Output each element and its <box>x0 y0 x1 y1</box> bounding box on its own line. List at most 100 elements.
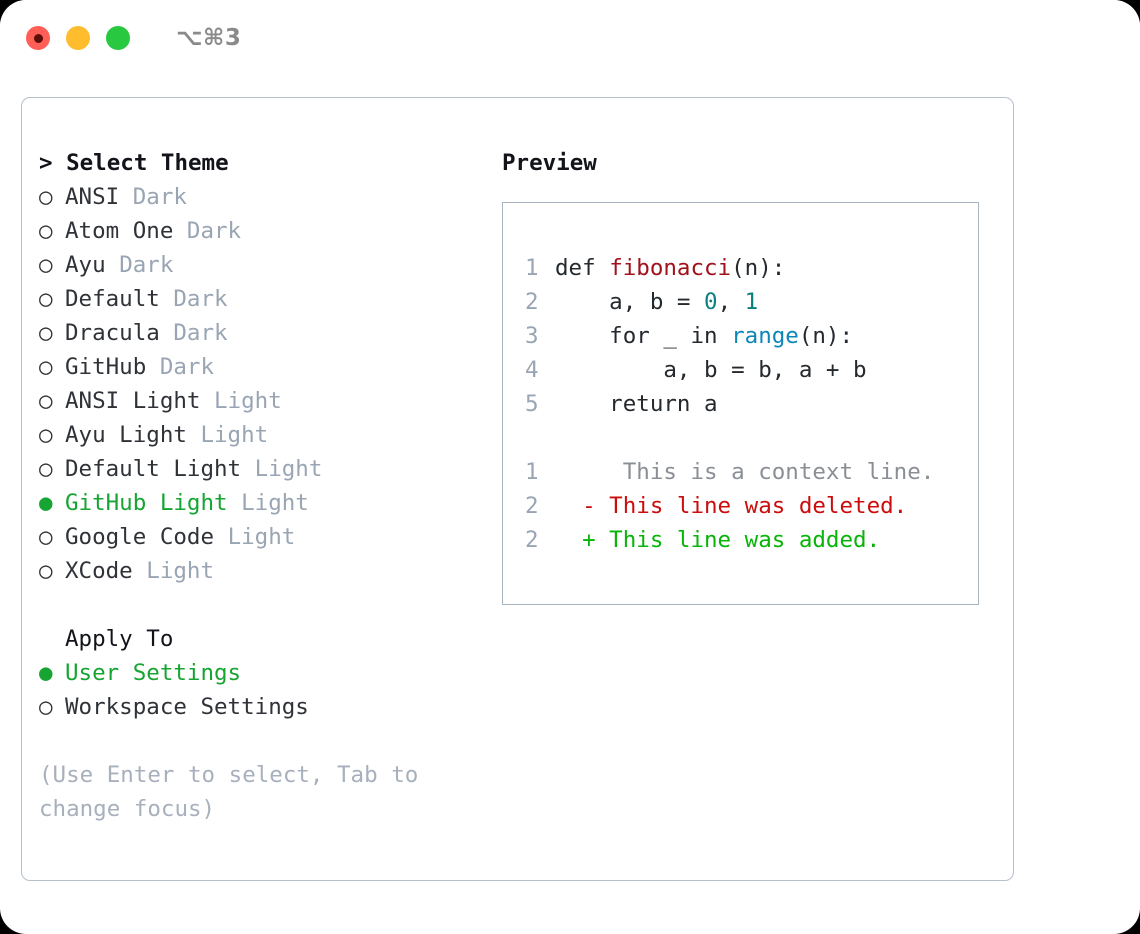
theme-option-github-light[interactable]: ●GitHub Light Light <box>39 486 502 520</box>
maximize-button[interactable] <box>106 26 130 50</box>
list-spacer <box>39 588 502 622</box>
code-line-content: for _ in range(n): <box>555 319 853 353</box>
theme-list[interactable]: ○ANSI Dark○Atom One Dark○Ayu Dark○Defaul… <box>39 180 502 588</box>
radio-unselected-icon: ○ <box>39 184 53 210</box>
theme-variant-badge: Dark <box>173 286 228 312</box>
code-token-plain: , <box>717 289 745 315</box>
theme-option-label: Default Light <box>65 456 255 482</box>
code-line: 4 a, b = b, a + b <box>525 353 978 387</box>
radio-unselected-icon: ○ <box>39 252 53 278</box>
code-token-plain: (n): <box>798 323 854 349</box>
theme-variant-badge: Dark <box>173 320 228 346</box>
theme-variant-badge: Light <box>214 388 282 414</box>
line-number: 5 <box>525 391 539 417</box>
close-icon <box>33 33 43 43</box>
theme-option-label: ANSI Light <box>65 388 215 414</box>
theme-option-label: ANSI <box>65 184 133 210</box>
code-diff-gap <box>525 421 978 455</box>
theme-variant-badge: Dark <box>132 184 187 210</box>
diff-sign: - <box>555 493 596 519</box>
theme-option-ansi-light[interactable]: ○ ANSI Light Light <box>39 384 502 418</box>
theme-option-label: XCode <box>65 558 147 584</box>
diff-line-content: This is a context line. <box>595 459 935 485</box>
theme-option-label: GitHub <box>65 354 160 380</box>
theme-variant-badge: Light <box>254 456 323 482</box>
theme-variant-badge: Light <box>146 558 215 584</box>
radio-unselected-icon: ○ <box>39 286 53 312</box>
theme-variant-badge: Light <box>200 422 269 448</box>
theme-option-xcode[interactable]: ○ XCode Light <box>39 554 502 588</box>
select-theme-heading: > Select Theme <box>39 150 229 176</box>
theme-option-label: Dracula <box>65 320 174 346</box>
radio-unselected-icon: ○ <box>39 524 53 550</box>
line-number: 4 <box>525 357 539 383</box>
title-bar: ⌥⌘3 <box>0 0 1140 76</box>
radio-unselected-icon: ○ <box>39 422 53 448</box>
diff-sign <box>555 455 596 489</box>
radio-unselected-icon: ○ <box>39 320 53 346</box>
theme-option-label: Atom One <box>65 218 187 244</box>
code-line: 5 return a <box>525 387 978 421</box>
main-panel: > Select Theme ○ANSI Dark○Atom One Dark○… <box>21 97 1014 881</box>
theme-option-default-light[interactable]: ○ Default Light Light <box>39 452 502 486</box>
preview-heading: Preview <box>502 150 597 176</box>
diff-line-add: 2 + This line was added. <box>525 523 978 557</box>
apply-to-list[interactable]: ● User Settings ○ Workspace Settings <box>39 656 502 724</box>
theme-option-dracula[interactable]: ○ Dracula Dark <box>39 316 502 350</box>
theme-option-github[interactable]: ○ GitHub Dark <box>39 350 502 384</box>
code-line: 3 for _ in range(n): <box>525 319 978 353</box>
code-token-plain: for _ in <box>555 323 732 349</box>
diff-sign: + <box>555 527 596 553</box>
code-token-plain: a, b = b, a + b <box>555 357 867 383</box>
theme-option-label: Ayu Light <box>65 422 201 448</box>
theme-variant-badge: Dark <box>186 218 242 244</box>
radio-unselected-icon: ○ <box>39 388 53 414</box>
apply-to-option-workspace-settings[interactable]: ○ Workspace Settings <box>39 690 502 724</box>
theme-picker-column: > Select Theme ○ANSI Dark○Atom One Dark○… <box>22 146 502 880</box>
traffic-lights <box>26 26 130 50</box>
diff-sample: 1 This is a context line.2 - This line w… <box>525 455 978 557</box>
theme-option-ansi[interactable]: ○ ANSI Dark <box>39 180 502 214</box>
radio-unselected-icon: ○ <box>39 354 53 380</box>
theme-option-atom-one[interactable]: ○Atom One Dark <box>39 214 502 248</box>
keyboard-shortcut-label: ⌥⌘3 <box>176 25 242 51</box>
diff-line-content: This line was added. <box>595 527 881 553</box>
code-line-content: return a <box>555 387 717 421</box>
apply-to-option-label: Workspace Settings <box>65 694 309 720</box>
theme-option-default[interactable]: ○ Default Dark <box>39 282 502 316</box>
radio-selected-icon: ● <box>39 490 53 516</box>
apply-to-option-user-settings[interactable]: ● User Settings <box>39 656 502 690</box>
apply-to-heading: Apply To <box>65 626 174 652</box>
close-button[interactable] <box>26 26 50 50</box>
theme-option-google-code[interactable]: ○Google Code Light <box>39 520 502 554</box>
theme-option-label: Default <box>65 286 174 312</box>
theme-option-ayu[interactable]: ○Ayu Dark <box>39 248 502 282</box>
code-line-content: a, b = 0, 1 <box>555 285 758 319</box>
code-token-plain: a, b = <box>555 289 705 315</box>
keyboard-hint-text: (Use Enter to select, Tab to change focu… <box>39 762 432 822</box>
theme-variant-badge: Light <box>227 524 296 550</box>
radio-unselected-icon: ○ <box>39 694 53 720</box>
radio-selected-icon: ● <box>39 660 53 686</box>
code-token-plain: def <box>555 255 610 281</box>
theme-variant-badge: Dark <box>159 354 215 380</box>
code-line: 2 a, b = 0, 1 <box>525 285 978 319</box>
diff-line-content: This line was deleted. <box>595 493 908 519</box>
diff-line-ctx: 1 This is a context line. <box>525 455 978 489</box>
theme-option-ayu-light[interactable]: ○ Ayu Light Light <box>39 418 502 452</box>
line-number: 1 <box>525 459 539 485</box>
minimize-button[interactable] <box>66 26 90 50</box>
diff-line-del: 2 - This line was deleted. <box>525 489 978 523</box>
line-number: 1 <box>525 255 539 281</box>
line-number: 3 <box>525 323 539 349</box>
theme-variant-badge: Dark <box>119 252 174 278</box>
radio-unselected-icon: ○ <box>39 558 53 584</box>
line-number: 2 <box>525 493 539 519</box>
apply-to-option-label: User Settings <box>65 660 242 686</box>
code-line-content: a, b = b, a + b <box>555 353 867 387</box>
radio-unselected-icon: ○ <box>39 456 53 482</box>
